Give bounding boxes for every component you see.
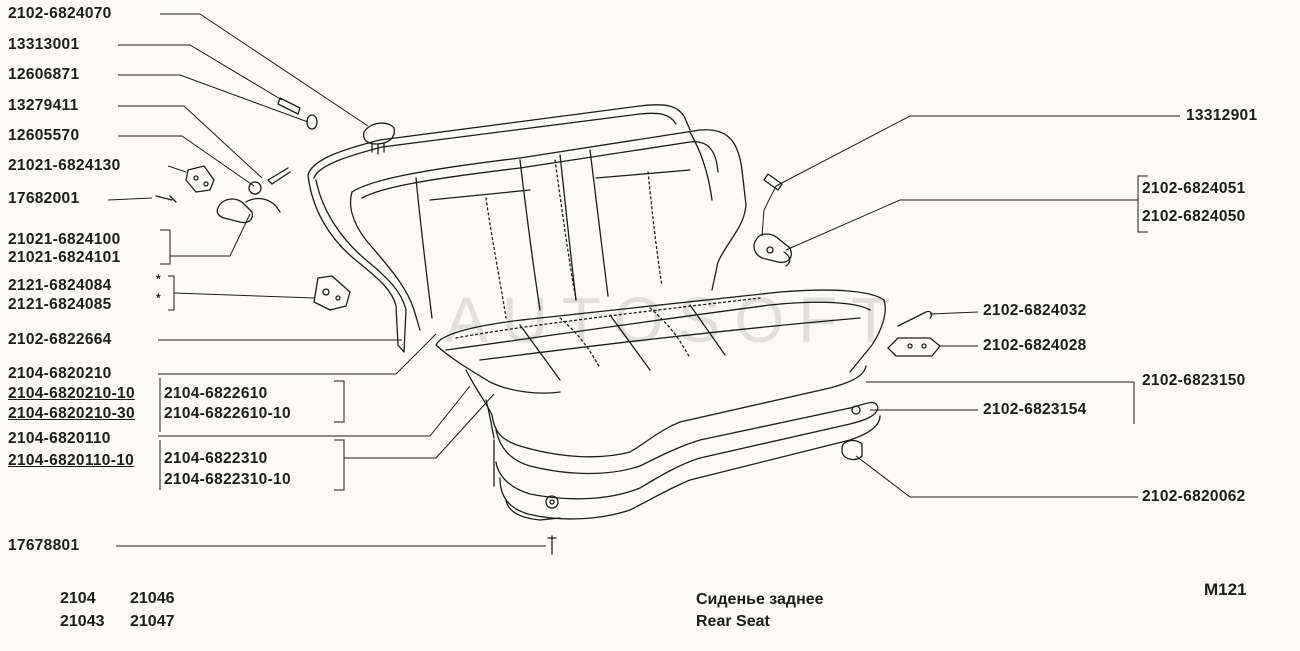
- part-label: 2102-6823150: [1142, 372, 1246, 389]
- model-code: 21043: [60, 613, 105, 630]
- screw-17678801: [547, 535, 557, 555]
- part-label: 2104-6822310-10: [164, 471, 291, 488]
- part-label: 17678801: [8, 537, 80, 554]
- part-label: 13279411: [8, 97, 79, 114]
- part-label: 2104-6820110-10: [8, 452, 135, 469]
- part-label: 12606871: [8, 66, 80, 83]
- sheet-code: M121: [1204, 580, 1247, 599]
- part-label: 2104-6820210-30: [8, 405, 135, 422]
- part-label: 21021-6824130: [8, 157, 121, 174]
- seat-cushion: [435, 289, 886, 373]
- part-label: 21021-6824100: [8, 231, 121, 248]
- part-label: 2104-6822610: [164, 385, 268, 402]
- part-label: 2102-6824032: [983, 302, 1087, 319]
- part-label: 2104-6820210-10: [8, 385, 135, 402]
- seatback-frame: [307, 104, 691, 176]
- part-label: 2121-6824085: [8, 296, 112, 313]
- caption-en: Rear Seat: [696, 613, 770, 630]
- model-code: 21046: [130, 590, 175, 607]
- hinge-2102-6824070: [362, 122, 395, 145]
- part-label: 2102-6824070: [8, 5, 112, 22]
- part-label: 2104-6820110: [8, 430, 111, 447]
- part-label: 13312901: [1186, 107, 1258, 124]
- part-label: 2102-6824051: [1142, 180, 1246, 197]
- seat-base-front: [465, 365, 867, 458]
- watermark: AUTOSOFT: [445, 284, 905, 356]
- part-label: 2102-6824050: [1142, 208, 1246, 225]
- part-label: 13313001: [8, 36, 80, 53]
- part-label: 2104-6822310: [164, 450, 268, 467]
- model-code: 21047: [130, 613, 175, 630]
- leader-lines: [107, 13, 1180, 547]
- part-label: 2102-6823154: [983, 401, 1087, 418]
- part-label: 2104-6820210: [8, 365, 112, 382]
- caption-ru: Сиденье заднее: [696, 591, 824, 608]
- seatback-cushion: [351, 129, 747, 291]
- seat-base-pan: [499, 415, 881, 520]
- part-label: 2104-6822610-10: [164, 405, 291, 422]
- part-label: 21021-6824101: [8, 249, 121, 266]
- bumper-2102-6820062: [841, 439, 863, 461]
- bolt-13312901: [763, 173, 783, 191]
- pin-2102-6824032: [897, 310, 933, 327]
- star-mark: *: [156, 272, 161, 286]
- model-code: 2104: [60, 590, 96, 607]
- part-label: 2102-6824028: [983, 337, 1087, 354]
- part-label: 2121-6824084: [8, 277, 112, 294]
- star-mark: *: [156, 291, 161, 305]
- part-label: 17682001: [8, 190, 80, 207]
- part-label: 12605570: [8, 127, 80, 144]
- part-label: 2102-6820062: [1142, 488, 1246, 505]
- part-label: 2102-6822664: [8, 331, 112, 348]
